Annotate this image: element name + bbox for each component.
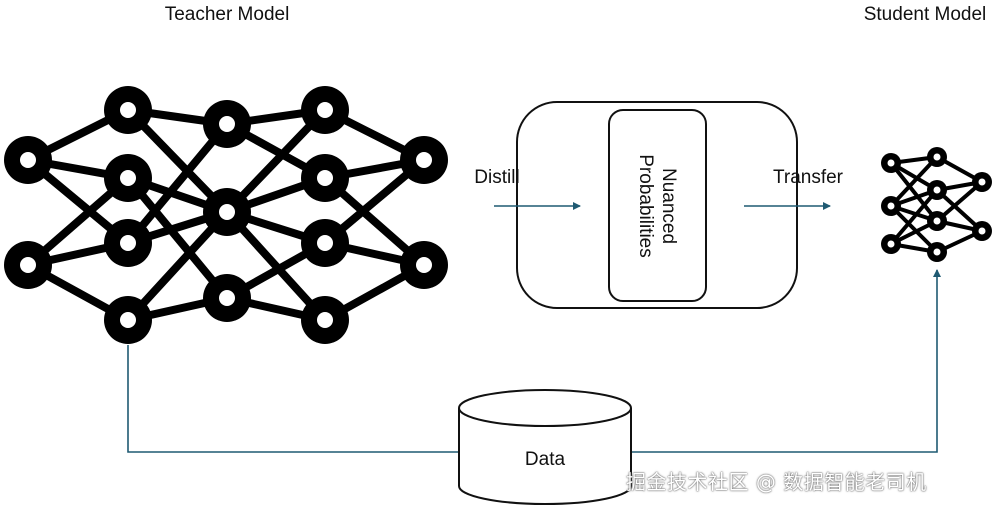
teacher-node-hole [317, 170, 333, 186]
teacher-node-hole [120, 102, 136, 118]
teacher-node-hole [120, 312, 136, 328]
student-edge [889, 161, 939, 223]
student-node-hole [933, 248, 941, 256]
probabilities-label-line1: Nuanced [658, 168, 679, 244]
teacher-node-hole [219, 204, 235, 220]
distill-label: Distill [474, 167, 519, 188]
distillation-container [516, 101, 798, 309]
student-edge [889, 204, 939, 254]
teacher-model-label: Teacher Model [165, 4, 290, 25]
teacher-node-hole [120, 170, 136, 186]
student-network [881, 147, 992, 262]
student-node-hole [978, 227, 986, 235]
transfer-label: Transfer [773, 167, 844, 188]
teacher-node-hole [20, 152, 36, 168]
teacher-edge [223, 208, 329, 324]
teacher-node-hole [219, 116, 235, 132]
data-to-student-arrow [630, 269, 941, 453]
student-node-hole [933, 217, 941, 225]
teacher-to-data-line [127, 345, 460, 453]
student-node-hole [933, 186, 941, 194]
student-node-hole [887, 202, 895, 210]
teacher-edge [124, 120, 231, 247]
teacher-node-hole [317, 235, 333, 251]
student-node-hole [933, 153, 941, 161]
teacher-network [4, 86, 448, 344]
teacher-node-hole [20, 257, 36, 273]
probabilities-box [608, 109, 707, 302]
teacher-node-hole [317, 102, 333, 118]
data-label: Data [525, 449, 566, 470]
teacher-node-hole [416, 257, 432, 273]
student-edge [889, 155, 939, 208]
teacher-edge [124, 174, 231, 302]
student-node-hole [978, 178, 986, 186]
teacher-node-hole [416, 152, 432, 168]
data-cylinder [458, 389, 632, 505]
student-edge [889, 188, 939, 246]
student-model-label: Student Model [864, 4, 987, 25]
student-node-hole [887, 240, 895, 248]
student-node-hole [887, 159, 895, 167]
teacher-edge [124, 208, 231, 324]
watermark: 掘金技术社区 @ 数据智能老司机 [626, 470, 927, 494]
teacher-node-hole [219, 290, 235, 306]
teacher-node-hole [120, 235, 136, 251]
student-edge [935, 188, 984, 233]
teacher-node-hole [317, 312, 333, 328]
probabilities-label-line2: Probabilities [635, 154, 656, 258]
